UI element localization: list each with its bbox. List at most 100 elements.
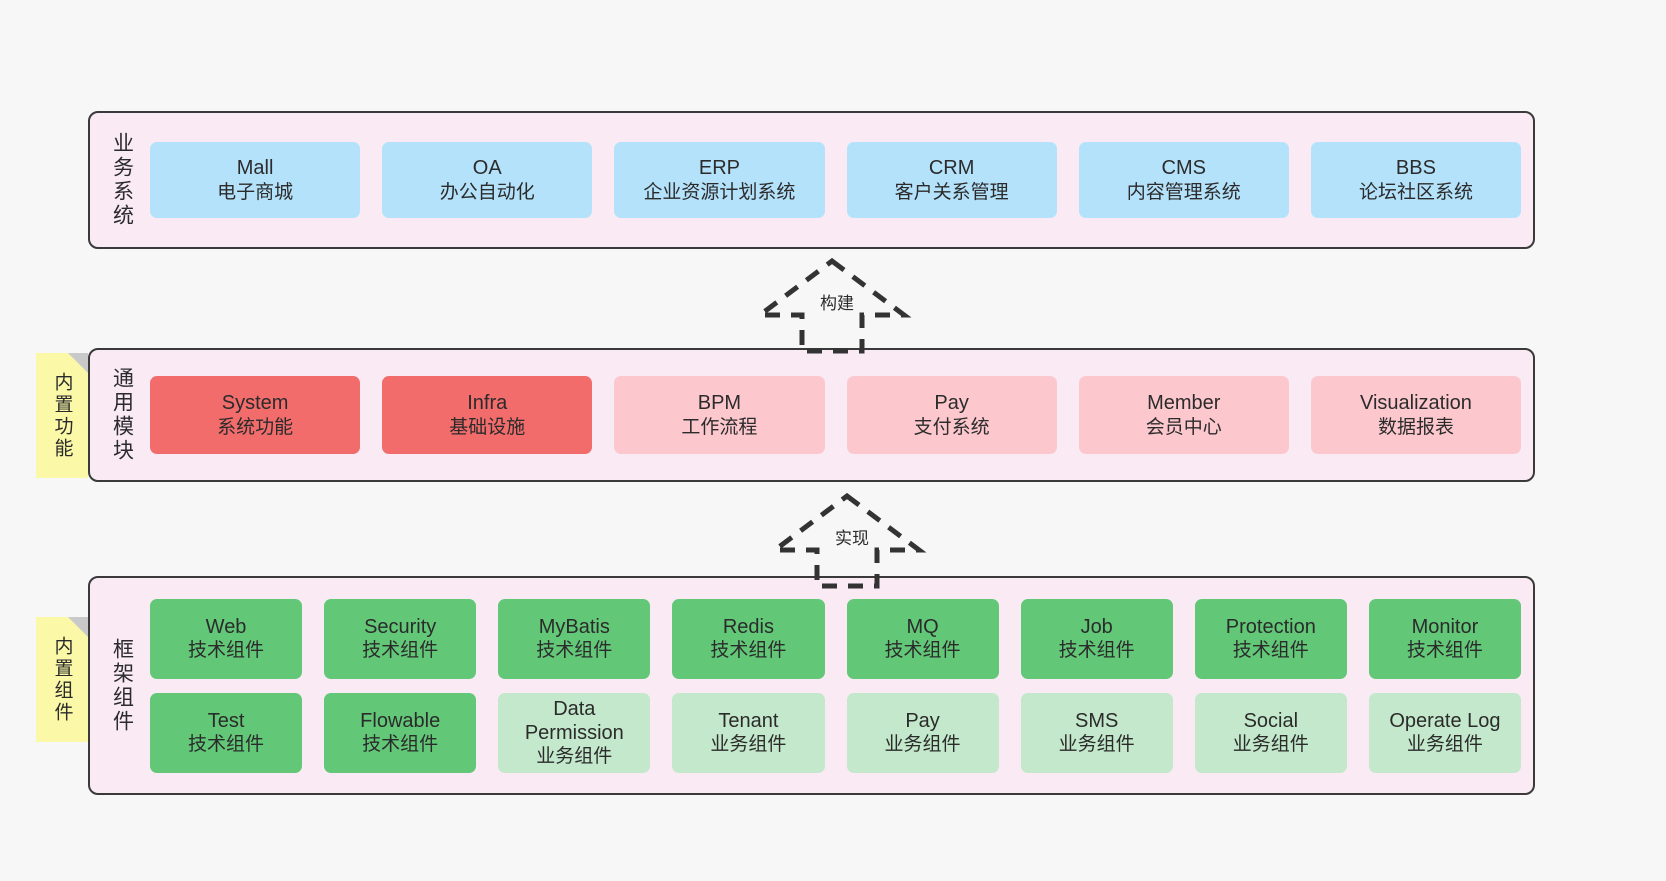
node-label-en: BPM: [697, 392, 742, 415]
node-label-cn: 基础设施: [449, 416, 526, 438]
layer-row: Mall 电子商城 OA 办公自动化 ERP 企业资源计划系统 CRM 客户关系…: [150, 142, 1522, 218]
node-label-en: Monitor: [1411, 615, 1479, 638]
node-label-en: Test: [207, 709, 245, 732]
node-label-cn: 技术组件: [884, 640, 961, 662]
node-label-cn: 业务组件: [710, 734, 787, 756]
connector-implement-arrow: 实现: [767, 490, 927, 590]
node-oa[interactable]: OA 办公自动化: [382, 142, 593, 218]
connector-label-implement: 实现: [833, 529, 871, 548]
node-redis[interactable]: Redis 技术组件: [672, 598, 825, 679]
layer-title-framework-component: 框架组件: [110, 637, 134, 734]
node-bbs[interactable]: BBS 论坛社区系统: [1310, 142, 1522, 218]
node-label-cn: 客户关系管理: [894, 181, 1009, 203]
generalization-arrow-icon: [767, 492, 927, 589]
node-label-en: Tenant: [718, 709, 779, 732]
node-label-cn: 会员中心: [1145, 416, 1222, 438]
layer-row: Test 技术组件 Flowable 技术组件 Data Permission …: [150, 692, 1521, 773]
node-crm[interactable]: CRM 客户关系管理: [846, 142, 1057, 218]
node-label-en: Social: [1243, 709, 1299, 732]
node-label-en: Infra: [467, 392, 508, 415]
node-label-cn: 数据报表: [1377, 416, 1454, 438]
node-label-cn: 内容管理系统: [1126, 181, 1241, 203]
node-label-en: BBS: [1395, 157, 1436, 180]
node-flowable[interactable]: Flowable 技术组件: [324, 692, 477, 773]
node-mq[interactable]: MQ 技术组件: [846, 598, 999, 679]
node-label-cn: 技术组件: [536, 640, 613, 662]
layer-title-common-module: 通用模块: [110, 367, 134, 463]
note-fold-corner-icon: [68, 617, 88, 637]
node-monitor[interactable]: Monitor 技术组件: [1368, 598, 1521, 679]
node-infra[interactable]: Infra 基础设施: [382, 376, 593, 454]
node-label-cn: 企业资源计划系统: [643, 181, 796, 203]
connector-label-build: 构建: [818, 294, 856, 313]
node-label-en: Operate Log: [1389, 709, 1501, 732]
node-label-cn: 工作流程: [681, 416, 758, 438]
layer-row: Web 技术组件 Security 技术组件 MyBatis 技术组件 Redi…: [150, 598, 1521, 679]
layer-business-system: 业务系统 Mall 电子商城 OA 办公自动化 ERP 企业资源计划系统 CRM…: [88, 111, 1535, 249]
node-label-en: Data Permission: [524, 697, 624, 744]
layer-common-module: 通用模块 System 系统功能 Infra 基础设施 BPM 工作流程 Pay…: [88, 348, 1535, 482]
layer-framework-component: 框架组件 Web 技术组件 Security 技术组件 MyBatis 技术组件…: [88, 576, 1535, 795]
node-label-cn: 技术组件: [188, 640, 265, 662]
node-sms[interactable]: SMS 业务组件: [1020, 692, 1173, 773]
node-social[interactable]: Social 业务组件: [1194, 692, 1347, 773]
node-label-en: CMS: [1161, 157, 1206, 180]
node-label-cn: 技术组件: [1406, 640, 1483, 662]
layer-title-business-system: 业务系统: [110, 132, 134, 228]
node-label-cn: 业务组件: [1058, 734, 1135, 756]
node-data-permission[interactable]: Data Permission 业务组件: [498, 692, 651, 773]
node-label-cn: 系统功能: [217, 416, 294, 438]
node-mall[interactable]: Mall 电子商城: [150, 142, 361, 218]
node-label-cn: 业务组件: [884, 734, 961, 756]
node-web[interactable]: Web 技术组件: [150, 598, 303, 679]
node-tenant[interactable]: Tenant 业务组件: [672, 692, 825, 773]
node-member[interactable]: Member 会员中心: [1078, 376, 1289, 454]
node-erp[interactable]: ERP 企业资源计划系统: [614, 142, 825, 218]
node-label-en: System: [221, 392, 289, 415]
node-label-en: Mall: [236, 157, 274, 180]
node-system[interactable]: System 系统功能: [150, 376, 361, 454]
node-label-cn: 支付系统: [913, 416, 990, 438]
node-label-en: ERP: [698, 157, 740, 180]
layer-body-business-system: Mall 电子商城 OA 办公自动化 ERP 企业资源计划系统 CRM 客户关系…: [142, 123, 1522, 237]
generalization-arrow-icon: [752, 257, 912, 354]
note-label: 内置组件: [51, 635, 73, 724]
node-test[interactable]: Test 技术组件: [150, 692, 303, 773]
node-label-en: CRM: [928, 157, 975, 180]
node-job[interactable]: Job 技术组件: [1020, 598, 1173, 679]
node-label-en: Redis: [722, 615, 774, 638]
node-label-en: Web: [205, 615, 247, 638]
node-label-cn: 技术组件: [1232, 640, 1309, 662]
layer-body-common-module: System 系统功能 Infra 基础设施 BPM 工作流程 Pay 支付系统…: [142, 360, 1522, 470]
node-label-cn: 技术组件: [362, 640, 439, 662]
node-label-en: Member: [1147, 392, 1221, 415]
node-visualization[interactable]: Visualization 数据报表: [1310, 376, 1522, 454]
node-label-en: MyBatis: [538, 615, 610, 638]
node-mybatis[interactable]: MyBatis 技术组件: [498, 598, 651, 679]
node-label-cn: 业务组件: [1232, 734, 1309, 756]
node-label-en: Pay: [905, 709, 940, 732]
node-label-cn: 业务组件: [1406, 734, 1483, 756]
layer-row: System 系统功能 Infra 基础设施 BPM 工作流程 Pay 支付系统…: [150, 376, 1522, 454]
connector-build-arrow: 构建: [752, 255, 912, 355]
node-protection[interactable]: Protection 技术组件: [1194, 598, 1347, 679]
note-builtin-function: 内置功能: [36, 353, 88, 478]
node-label-cn: 技术组件: [710, 640, 787, 662]
node-label-en: Job: [1080, 615, 1113, 638]
node-label-en: Security: [364, 615, 437, 638]
node-label-cn: 技术组件: [362, 734, 439, 756]
node-security[interactable]: Security 技术组件: [324, 598, 477, 679]
note-label: 内置功能: [51, 371, 73, 460]
node-label-cn: 技术组件: [188, 734, 265, 756]
node-cms[interactable]: CMS 内容管理系统: [1078, 142, 1289, 218]
node-bpm[interactable]: BPM 工作流程: [614, 376, 825, 454]
node-label-en: MQ: [906, 615, 939, 638]
node-label-cn: 技术组件: [1058, 640, 1135, 662]
note-fold-corner-icon: [68, 353, 88, 373]
node-pay[interactable]: Pay 支付系统: [846, 376, 1057, 454]
node-operate-log[interactable]: Operate Log 业务组件: [1368, 692, 1521, 773]
node-label-cn: 业务组件: [536, 746, 613, 768]
node-pay-component[interactable]: Pay 业务组件: [846, 692, 999, 773]
node-label-cn: 论坛社区系统: [1358, 181, 1473, 203]
node-label-en: OA: [472, 157, 502, 180]
